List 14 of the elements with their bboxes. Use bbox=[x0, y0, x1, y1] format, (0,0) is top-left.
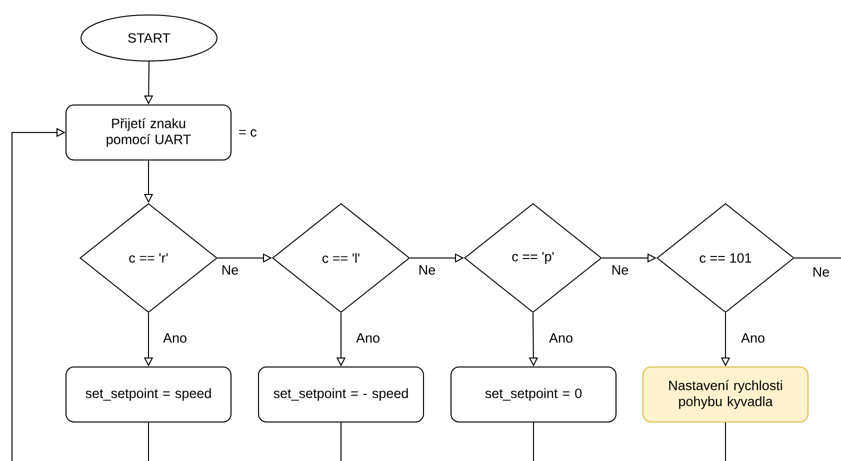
process-box: set_setpoint = 0 bbox=[450, 366, 616, 422]
edge-label: Ano bbox=[740, 332, 766, 344]
process-box: Nastavení rychlosti pohybu kyvadla bbox=[642, 366, 808, 422]
edge-label: Ano bbox=[162, 332, 188, 344]
edge-label: Ne bbox=[220, 264, 240, 276]
process-box: Přijetí znaku pomocí UART bbox=[66, 104, 232, 160]
edge-label: Ano bbox=[548, 332, 574, 344]
process-box: set_setpoint = - speed bbox=[258, 366, 424, 422]
edge-label: Ne bbox=[417, 264, 437, 276]
edge-label: Ano bbox=[355, 332, 382, 344]
edge-label: Ne bbox=[610, 264, 630, 276]
edge-label: Ne bbox=[811, 266, 831, 278]
process-box: set_setpoint = speed bbox=[66, 366, 232, 422]
node-note: = c bbox=[239, 129, 257, 137]
